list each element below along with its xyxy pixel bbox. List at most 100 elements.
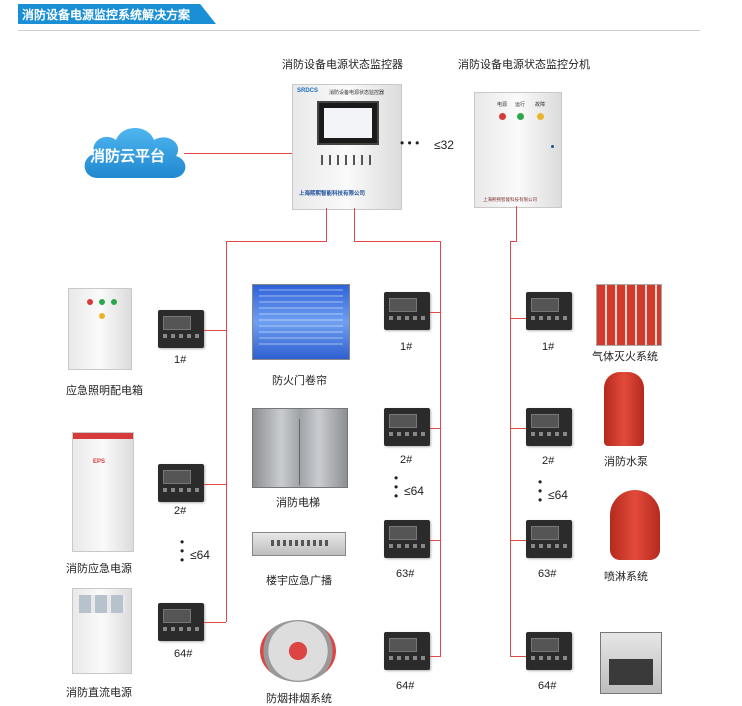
left-link-1 xyxy=(204,330,226,331)
mid-meter-1-number: 1# xyxy=(400,341,413,353)
mid-item-3-label: 楼宇应急广播 xyxy=(266,575,332,587)
right-meter-63-number: 63# xyxy=(538,568,557,580)
monitor-label: 消防设备电源状态监控器 xyxy=(282,59,403,71)
count-32-dots: • • • xyxy=(400,136,420,150)
right-count-dots: ••• xyxy=(538,475,543,507)
left-meter-64-number: 64# xyxy=(174,648,193,660)
left-link-64 xyxy=(204,622,226,623)
right-link-63 xyxy=(510,540,526,541)
bus-mid-stub xyxy=(354,208,355,242)
header-divider xyxy=(18,30,700,31)
mid-link-64 xyxy=(430,656,440,657)
right-item-3-label: 喷淋系统 xyxy=(604,571,648,583)
bus-right-horizontal xyxy=(510,241,517,242)
red-lamp-icon xyxy=(87,299,93,305)
smoke-fan-image xyxy=(260,620,336,682)
right-item-1-label: 气体灭火系统 xyxy=(592,351,658,363)
broadcast-knobs xyxy=(271,540,331,546)
right-meter-2 xyxy=(526,408,572,446)
left-meter-64 xyxy=(158,603,204,641)
eps-cabinet-image: EPS xyxy=(72,432,134,552)
sub-status-2: 运行 xyxy=(515,102,526,108)
control-panel-image xyxy=(600,632,662,694)
right-meter-64-number: 64# xyxy=(538,680,557,692)
lock-icon xyxy=(551,145,554,148)
mid-item-2-label: 消防电梯 xyxy=(276,497,320,509)
right-meter-63 xyxy=(526,520,572,558)
sprinkler-tank-image xyxy=(610,490,660,560)
mid-meter-2-number: 2# xyxy=(400,454,413,466)
left-count-label: ≤64 xyxy=(190,548,210,562)
left-meter-1-number: 1# xyxy=(174,354,187,366)
mid-item-1-label: 防火门卷帘 xyxy=(272,375,327,387)
right-link-1 xyxy=(510,318,526,319)
right-link-64 xyxy=(510,656,526,657)
bus-right-vertical xyxy=(510,241,511,657)
mid-meter-63 xyxy=(384,520,430,558)
right-meter-2-number: 2# xyxy=(542,455,555,467)
dc-modules xyxy=(79,595,125,613)
fire-pump-image xyxy=(604,372,644,446)
bus-left-horizontal xyxy=(226,241,327,242)
right-link-2 xyxy=(510,428,526,429)
left-item-2-label: 消防应急电源 xyxy=(66,563,132,575)
green-lamp-icon xyxy=(99,299,105,305)
mid-link-63 xyxy=(430,540,440,541)
fault-lamp-icon xyxy=(537,113,544,120)
lighting-box-image xyxy=(68,288,132,370)
bus-left-stub xyxy=(326,208,327,242)
cloud-icon xyxy=(84,128,186,178)
left-meter-1 xyxy=(158,310,204,348)
sub-company: 上海熙熙智能科技有限公司 xyxy=(483,197,537,202)
mid-meter-1 xyxy=(384,292,430,330)
right-item-2-label: 消防水泵 xyxy=(604,456,648,468)
dc-power-image xyxy=(72,588,132,674)
left-item-3-label: 消防直流电源 xyxy=(66,687,132,699)
bus-left-vertical xyxy=(226,241,227,622)
right-meter-1 xyxy=(526,292,572,330)
sub-status-3: 故障 xyxy=(535,102,546,108)
mid-count-label: ≤64 xyxy=(404,484,424,498)
page-title: 消防设备电源监控系统解决方案 xyxy=(22,8,191,22)
mid-item-4-label: 防烟排烟系统 xyxy=(266,693,332,705)
monitor-screen-display xyxy=(324,108,372,138)
monitor-brand: SRDCS xyxy=(297,88,319,94)
eps-top-bar xyxy=(73,433,133,439)
right-count-label: ≤64 xyxy=(548,488,568,502)
mid-meter-63-number: 63# xyxy=(396,568,415,580)
fire-shutter-image xyxy=(252,284,350,360)
bus-mid-vertical xyxy=(440,241,441,657)
left-item-1-label: 应急照明配电箱 xyxy=(66,385,143,397)
left-meter-2 xyxy=(158,464,204,502)
green-lamp-icon xyxy=(111,299,117,305)
mid-meter-2 xyxy=(384,408,430,446)
left-meter-2-number: 2# xyxy=(174,505,187,517)
right-meter-1-number: 1# xyxy=(542,341,555,353)
mid-link-2 xyxy=(430,428,440,429)
eps-label: EPS xyxy=(93,459,106,465)
monitor-screen xyxy=(317,101,379,145)
sub-monitor-cabinet: 电源 运行 故障 上海熙熙智能科技有限公司 xyxy=(474,92,562,208)
fire-elevator-image xyxy=(252,408,348,488)
left-link-2 xyxy=(204,484,226,485)
mid-meter-64 xyxy=(384,632,430,670)
sub-monitor-label: 消防设备电源状态监控分机 xyxy=(458,59,590,71)
mid-count-dots: ••• xyxy=(394,471,399,503)
sub-status-1: 电源 xyxy=(497,102,508,108)
elevator-door-seam xyxy=(299,419,300,485)
broadcast-device-image xyxy=(252,532,346,556)
header-banner xyxy=(18,4,216,24)
monitor-title: 消防设备电源状态监控器 xyxy=(329,90,385,96)
power-lamp-icon xyxy=(499,113,506,120)
control-panel-keypad xyxy=(609,659,653,685)
mid-link-1 xyxy=(430,312,440,313)
cloud-link-line xyxy=(184,153,292,154)
monitor-indicators xyxy=(321,155,373,165)
mid-meter-64-number: 64# xyxy=(396,680,415,692)
yellow-lamp-icon xyxy=(99,313,105,319)
monitor-device: SRDCS 消防设备电源状态监控器 上海熙熙智能科技有限公司 xyxy=(292,84,402,210)
run-lamp-icon xyxy=(517,113,524,120)
monitor-company: 上海熙熙智能科技有限公司 xyxy=(299,191,366,197)
bus-right-stub xyxy=(516,206,517,242)
gas-extinguish-image xyxy=(596,284,662,346)
